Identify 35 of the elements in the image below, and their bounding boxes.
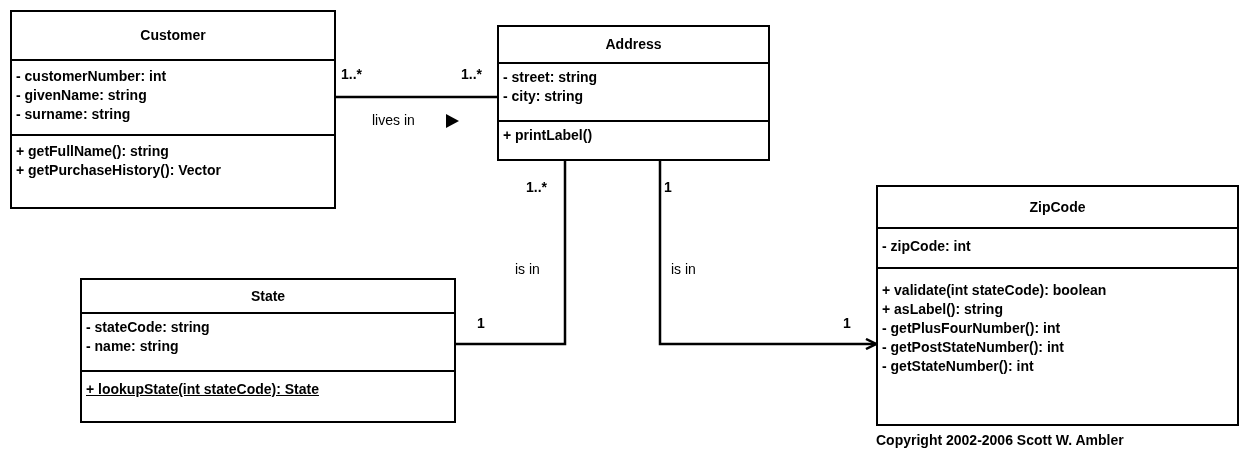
multiplicity-label: 1	[843, 314, 851, 333]
class-member: + printLabel()	[503, 126, 593, 145]
class-member: - surname: string	[16, 105, 131, 124]
multiplicity-label: 1	[664, 178, 672, 197]
class-name: Customer	[140, 26, 206, 45]
class-member: - givenName: string	[16, 86, 147, 105]
class-member: - zipCode: int	[882, 237, 971, 256]
class-name: State	[250, 286, 286, 306]
class-member: + getFullName(): string	[16, 142, 169, 161]
class-box	[10, 10, 336, 209]
copyright-note: Copyright 2002-2006 Scott W. Ambler	[876, 431, 1124, 450]
class-member: - getPlusFourNumber(): int	[882, 319, 1061, 338]
class-member: + asLabel(): string	[882, 300, 1003, 319]
class-member: + lookupState(int stateCode): State	[86, 380, 319, 399]
multiplicity-label: 1..*	[341, 65, 362, 84]
multiplicity-label: 1..*	[461, 65, 482, 84]
association-line	[456, 161, 567, 346]
class-member: + validate(int stateCode): boolean	[882, 281, 1107, 300]
association-line	[336, 95, 497, 99]
multiplicity-label: 1..*	[526, 178, 547, 197]
class-member: + getPurchaseHistory(): Vector	[16, 161, 221, 180]
class-name: ZipCode	[1029, 197, 1086, 217]
class-member: - street: string	[503, 68, 598, 87]
class-member: - customerNumber: int	[16, 67, 167, 86]
class-box	[876, 185, 1239, 426]
class-member: - name: string	[86, 337, 179, 356]
class-member: - city: string	[503, 87, 584, 106]
multiplicity-label: 1	[477, 314, 485, 333]
class-box	[80, 278, 456, 423]
class-member: - getPostStateNumber(): int	[882, 338, 1064, 357]
class-box	[497, 25, 770, 161]
class-name: Address	[605, 35, 662, 54]
association-line	[658, 161, 878, 351]
class-member: - getStateNumber(): int	[882, 357, 1034, 376]
class-member: - stateCode: string	[86, 318, 210, 337]
